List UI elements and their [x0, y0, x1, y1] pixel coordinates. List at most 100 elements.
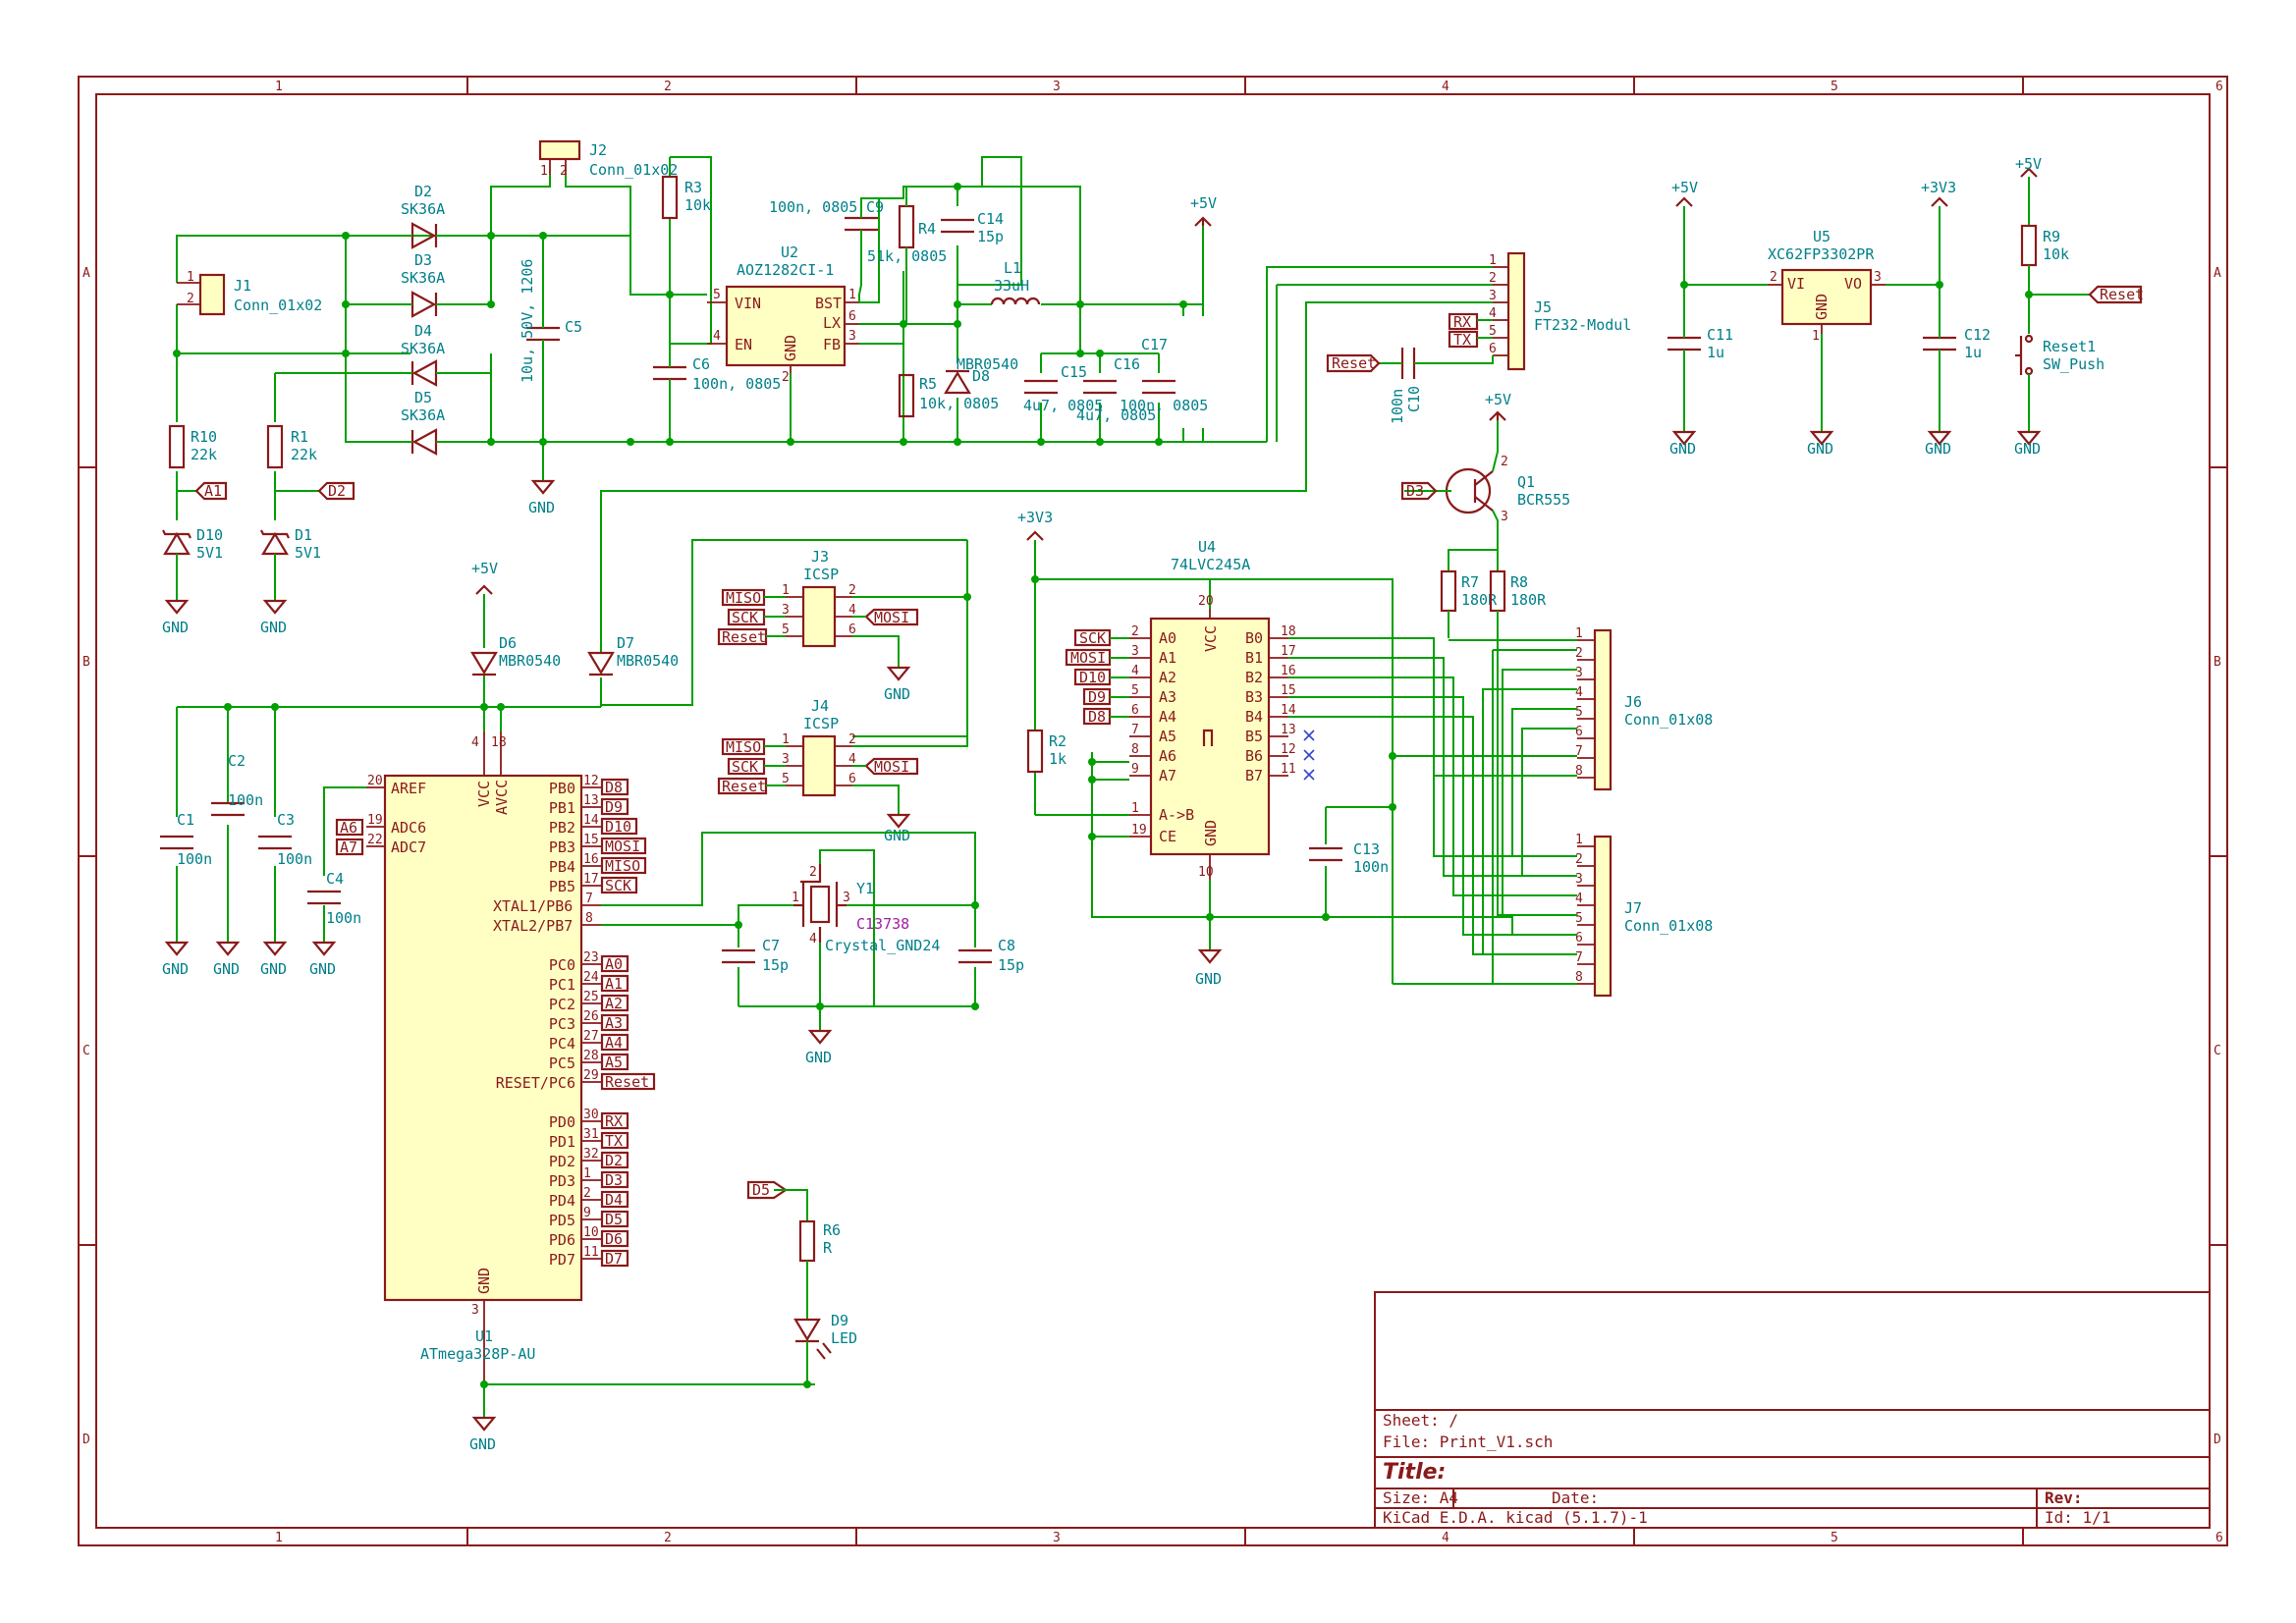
svg-text:2: 2 — [809, 865, 817, 880]
capacitor-c12: C12 1u — [1923, 326, 1991, 361]
u1-value: ATmega328P-AU — [420, 1345, 535, 1363]
c6-ref: C6 — [692, 355, 710, 373]
d1-ref: D1 — [295, 526, 312, 544]
svg-text:ADC7: ADC7 — [391, 839, 426, 856]
u4-pin-b1: B1 — [1245, 649, 1263, 667]
svg-text:GND: GND — [475, 1268, 493, 1294]
title-block: Sheet: / File: Print_V1.sch Title: Size:… — [1374, 1291, 2211, 1529]
gnd-u4: GND — [1195, 948, 1223, 988]
svg-text:2: 2 — [583, 1186, 591, 1201]
col-label-top-2: 2 — [664, 80, 672, 94]
svg-text:2: 2 — [1575, 852, 1583, 867]
col-label-bot-5: 5 — [1831, 1531, 1838, 1545]
svg-text:RX: RX — [1453, 313, 1471, 331]
svg-text:3: 3 — [843, 891, 850, 905]
zener-d1: D1 5V1 — [260, 526, 321, 562]
svg-text:4: 4 — [848, 752, 856, 767]
svg-text:Reset: Reset — [2100, 286, 2144, 303]
row-label-left-C: C — [82, 1044, 90, 1058]
u1-pin-pb3: PB3 — [549, 839, 575, 856]
r1-value: 22k — [291, 446, 317, 463]
c5-ref: C5 — [565, 318, 582, 336]
svg-text:D2: D2 — [328, 482, 346, 500]
svg-text:A7: A7 — [340, 839, 357, 856]
svg-text:6: 6 — [1575, 931, 1583, 946]
u5-ref: U5 — [1813, 228, 1831, 245]
svg-text:18: 18 — [1281, 624, 1296, 639]
c15-ref: C15 — [1061, 363, 1087, 381]
svg-text:Reset: Reset — [1332, 354, 1376, 372]
gnd-c5: GND — [528, 442, 556, 516]
u4-pin-a0: A0 — [1159, 629, 1176, 647]
c2-ref: C2 — [228, 752, 246, 770]
j6-value: Conn_01x08 — [1624, 711, 1713, 729]
svg-text:27: 27 — [583, 1029, 599, 1044]
col-label-top-3: 3 — [1053, 80, 1061, 94]
u1-pin-pb1: PB1 — [549, 799, 575, 817]
u1-label-a1: A1 — [605, 975, 623, 993]
svg-text:XTAL2/PB7: XTAL2/PB7 — [493, 917, 573, 935]
svg-text:17: 17 — [583, 872, 599, 887]
d3-ref: D3 — [414, 251, 432, 269]
resistor-r7: R7 180R — [1440, 549, 1498, 613]
u4-pin-b3: B3 — [1245, 688, 1263, 706]
svg-text:1: 1 — [1812, 329, 1820, 344]
svg-text:5: 5 — [1489, 324, 1497, 339]
u1-pin-pd6: PD6 — [549, 1231, 575, 1249]
svg-text:14: 14 — [583, 813, 599, 828]
svg-text:11: 11 — [583, 1245, 599, 1260]
svg-text:9: 9 — [583, 1206, 591, 1220]
svg-text:13: 13 — [583, 793, 599, 808]
y1-ref: Y1 — [856, 880, 874, 897]
svg-text:14: 14 — [1281, 703, 1296, 718]
u1-pin-pb0: PB0 — [549, 780, 575, 797]
u1-label-d9: D9 — [605, 798, 623, 816]
svg-text:12: 12 — [583, 774, 599, 788]
svg-text:GND: GND — [884, 685, 910, 703]
c12-ref: C12 — [1964, 326, 1991, 344]
svg-text:2: 2 — [560, 164, 568, 179]
svg-text:3: 3 — [848, 329, 856, 344]
row-label-left-D: D — [82, 1433, 90, 1447]
svg-text:GND: GND — [1813, 294, 1831, 320]
svg-text:GND: GND — [1925, 440, 1951, 458]
c16-ref: C16 — [1114, 355, 1140, 373]
svg-text:GND: GND — [469, 1435, 496, 1453]
svg-text:GND: GND — [2014, 440, 2041, 458]
u5-regulator: 2 3 1 VI VO GND U5 XC62FP3302PR — [1768, 228, 1886, 344]
c9-value: 100n, 0805 — [769, 198, 857, 216]
svg-text:GND: GND — [1202, 820, 1220, 846]
capacitor-c1: C1 100n — [160, 811, 212, 868]
no-connect-marks — [1303, 730, 1315, 781]
c7-value: 15p — [762, 956, 789, 974]
col-label-bot-4: 4 — [1442, 1531, 1449, 1545]
u4-pin-a2: A2 — [1159, 669, 1176, 686]
u4-ref: U4 — [1198, 538, 1216, 556]
diode-d6: D6 MBR0540 — [470, 634, 561, 676]
c2-value: 100n — [228, 791, 263, 809]
gnd-c3: GND — [260, 941, 288, 978]
svg-text:12: 12 — [1281, 742, 1296, 757]
svg-text:6: 6 — [848, 772, 856, 786]
zener-d10: D10 5V1 — [162, 526, 223, 562]
svg-text:5: 5 — [713, 288, 721, 302]
tb-id: Id: 1/1 — [2045, 1508, 2110, 1527]
wires-mcu-power — [176, 594, 602, 943]
tb-date: Date: — [1552, 1488, 1599, 1507]
c4-value: 100n — [326, 909, 361, 927]
svg-text:29: 29 — [583, 1068, 599, 1083]
r5-value: 10k, 0805 — [919, 395, 999, 412]
u1-pin-resetpc6: RESET/PC6 — [496, 1074, 575, 1092]
capacitor-c14: C14 15p — [941, 210, 1004, 245]
svg-text:VCC: VCC — [475, 781, 493, 807]
u1-label-a5: A5 — [605, 1054, 623, 1071]
svg-text:2: 2 — [187, 292, 194, 306]
tb-sheet: Sheet: / — [1383, 1411, 1458, 1430]
c1-value: 100n — [177, 850, 212, 868]
svg-text:18: 18 — [491, 735, 507, 750]
svg-text:ADC6: ADC6 — [391, 819, 426, 837]
svg-text:20: 20 — [1198, 594, 1214, 609]
svg-text:GND: GND — [162, 619, 189, 636]
